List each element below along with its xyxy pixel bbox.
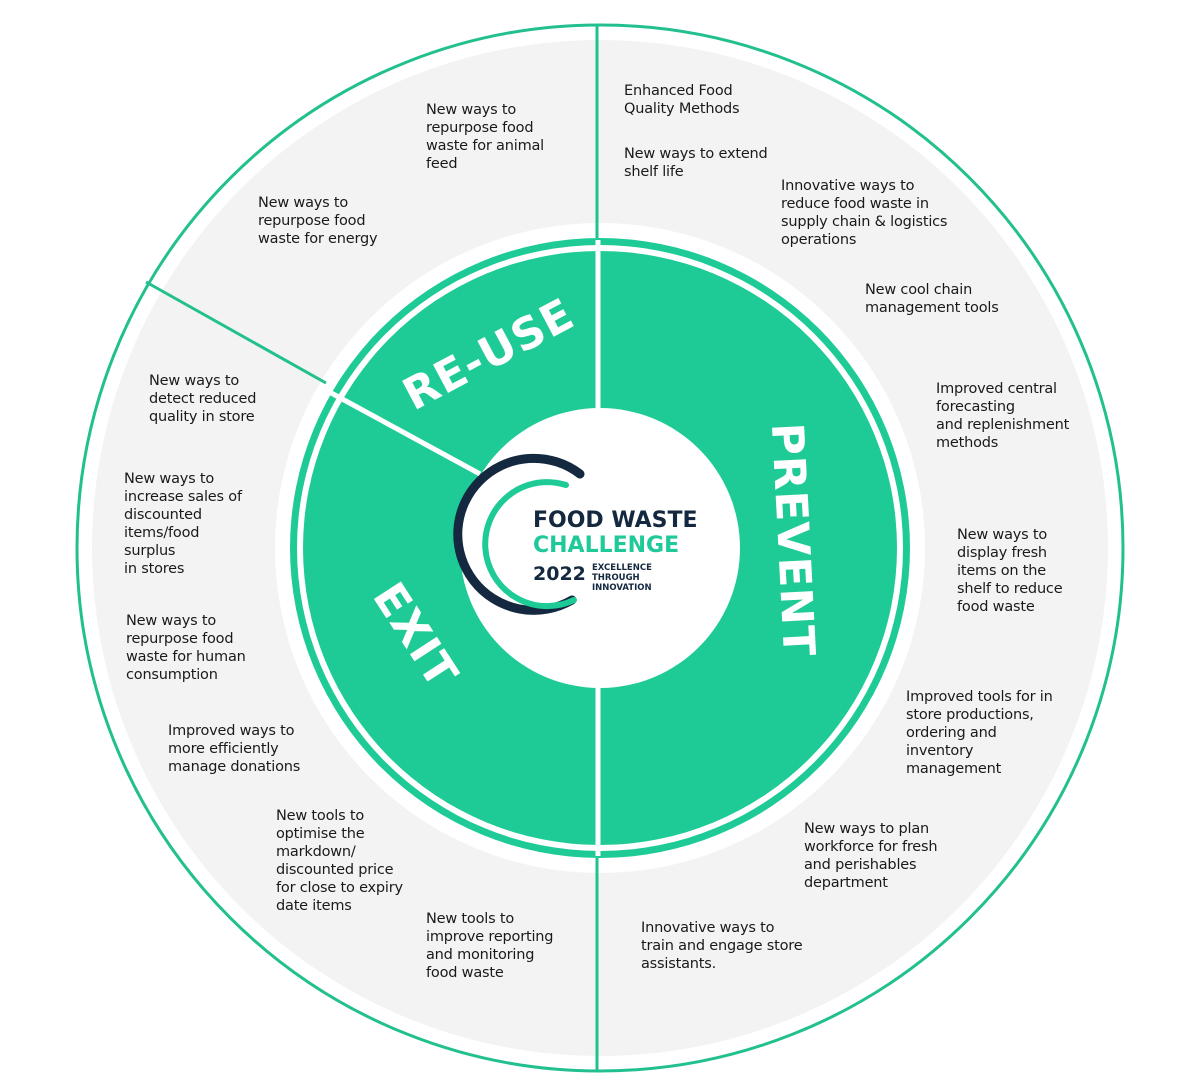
exit-item: New ways to detect reduced quality in st… <box>149 373 257 425</box>
center-circle <box>460 408 740 688</box>
prevent-item: Innovative ways to reduce food waste in … <box>781 178 948 248</box>
prevent-item: Improved central forecasting and repleni… <box>936 381 1070 451</box>
prevent-item: Innovative ways to train and engage stor… <box>641 920 803 972</box>
divider-reuse-exit-inner <box>320 385 482 477</box>
logo-arc-green <box>482 479 577 610</box>
prevent-item: New ways to plan workforce for fresh and… <box>804 821 938 891</box>
logo-arc-navy <box>453 453 585 615</box>
exit-item: New ways to repurpose food waste for hum… <box>126 613 246 683</box>
logo-title-line1: FOOD WASTE <box>533 508 698 533</box>
prevent-item: New ways to extend shelf life <box>624 146 768 180</box>
reuse-item: New ways to repurpose food waste for ani… <box>426 102 545 172</box>
exit-item: New tools to optimise the markdown/ disc… <box>276 808 403 914</box>
divider-reuse-exit-outer <box>145 280 327 385</box>
logo-year: 2022 <box>533 563 586 585</box>
logo-tagline-1: EXCELLENCE <box>592 563 652 573</box>
prevent-item: Enhanced Food Quality Methods <box>624 83 740 117</box>
segment-label-prevent: PREVENT <box>761 422 824 658</box>
logo-tagline-2: THROUGH <box>592 573 640 583</box>
challenge-logo: FOOD WASTE CHALLENGE 2022 EXCELLENCE THR… <box>453 453 698 615</box>
prevent-item: New cool chain management tools <box>865 282 999 316</box>
exit-item: New ways to increase sales of discounted… <box>124 471 242 577</box>
exit-item: Improved ways to more efficiently manage… <box>168 723 301 775</box>
exit-item: New tools to improve reporting and monit… <box>426 911 554 981</box>
prevent-item: Improved tools for in store productions,… <box>906 689 1053 777</box>
prevent-item: New ways to display fresh items on the s… <box>957 527 1063 615</box>
logo-title-line2: CHALLENGE <box>533 533 679 558</box>
reuse-item: New ways to repurpose food waste for ene… <box>258 195 378 247</box>
logo-tagline-3: INNOVATION <box>592 583 652 593</box>
